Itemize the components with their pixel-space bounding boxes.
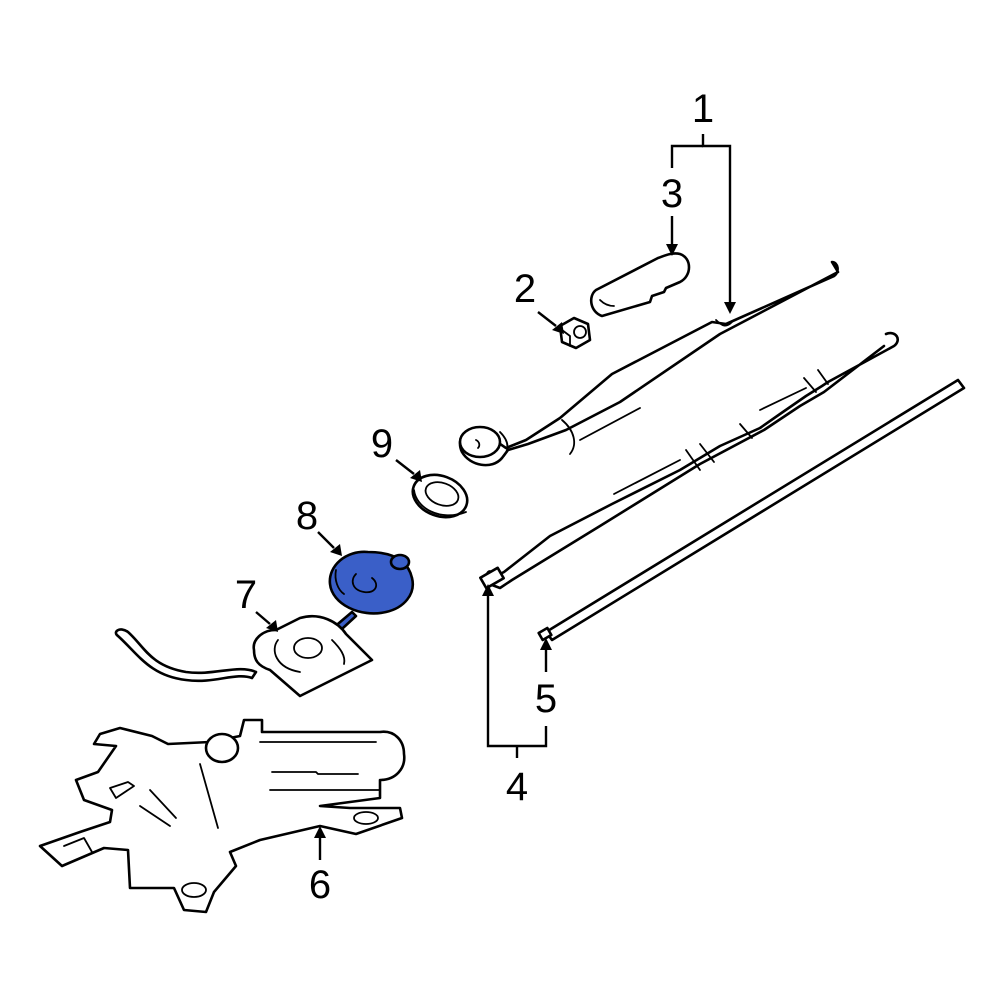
callout-3: 3 xyxy=(661,172,683,216)
arm-nut[interactable] xyxy=(558,316,592,350)
callout-labels: 1 2 3 4 5 6 7 8 9 xyxy=(235,87,714,907)
leader-lines xyxy=(255,134,736,860)
callout-4: 4 xyxy=(506,765,528,809)
callout-7: 7 xyxy=(235,573,257,617)
wiper-arm[interactable] xyxy=(458,260,840,467)
wiper-motor[interactable] xyxy=(38,718,406,914)
callout-8: 8 xyxy=(296,494,318,538)
callout-6: 6 xyxy=(309,863,331,907)
arm-cap[interactable] xyxy=(589,252,691,318)
motor-grommet-with-harness[interactable] xyxy=(114,614,374,698)
callout-1: 1 xyxy=(692,87,714,131)
callout-9: 9 xyxy=(371,422,393,466)
wiper-blade-assembly[interactable] xyxy=(479,331,899,590)
pivot-seal[interactable] xyxy=(407,468,473,525)
pivot-cover-highlighted[interactable] xyxy=(324,550,415,642)
blade-refill[interactable] xyxy=(537,378,966,642)
callout-2: 2 xyxy=(514,267,536,311)
callout-5: 5 xyxy=(535,677,557,721)
